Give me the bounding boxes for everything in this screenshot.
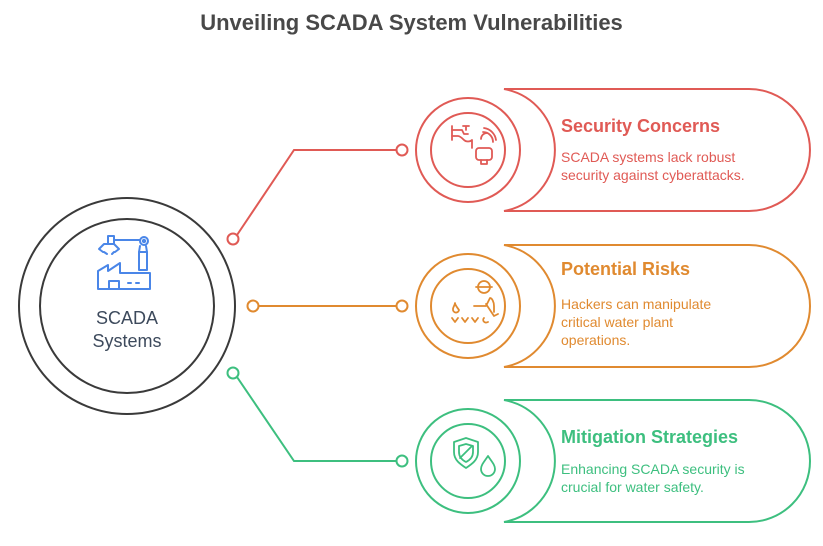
item-desc-potential-risks: Hackers can manipulate critical water pl… [561, 296, 712, 348]
item-heading-potential-risks: Potential Risks [561, 259, 691, 279]
item-mitigation-strategies [415, 399, 811, 523]
item-potential-risks [415, 244, 811, 368]
shield-water-drop-icon [453, 437, 496, 477]
item-security-concerns [415, 88, 811, 212]
connector-security [226, 143, 409, 246]
center-label-line1: SCADA [95, 308, 158, 328]
item-desc-mitigation-strategies: Enhancing SCADA security is crucial for … [561, 461, 745, 495]
diagram-title: Unveiling SCADA System Vulnerabilities [200, 10, 623, 35]
connector-risks [246, 299, 409, 313]
center-node [18, 197, 236, 415]
center-label-line2: Systems [92, 331, 162, 351]
item-desc-security-concerns: SCADA systems lack robust security again… [561, 149, 745, 183]
center-label: SCADA Systems [47, 307, 207, 353]
factory-robot-arm-icon [97, 235, 151, 290]
item-heading-security-concerns: Security Concerns [561, 116, 721, 136]
connector-mitigation [226, 366, 409, 468]
farmer-planting-icon [451, 280, 499, 324]
item-heading-mitigation-strategies: Mitigation Strategies [561, 427, 739, 447]
faucet-wireless-icon [451, 125, 497, 165]
